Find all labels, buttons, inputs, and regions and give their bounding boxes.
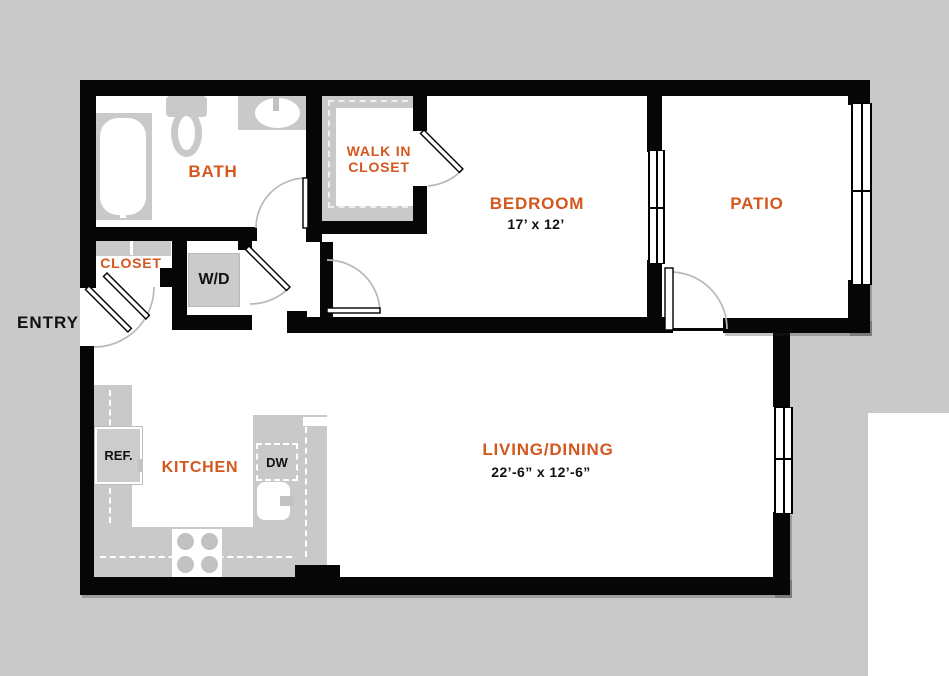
- bathtub-faucet: [120, 203, 126, 218]
- kitchen-sink-handle: [280, 496, 294, 506]
- dishwasher-label: DW: [266, 454, 288, 470]
- bedroom-dimensions: 17’ x 12’: [507, 216, 565, 232]
- refrigerator: REF.: [95, 427, 142, 484]
- kitchen-label: KITCHEN: [161, 459, 239, 476]
- toilet-bowl: [171, 109, 202, 157]
- wall-wd-right-stub: [238, 227, 252, 250]
- window-mullion: [782, 408, 785, 513]
- stove-burner: [201, 556, 218, 573]
- bathtub: [100, 118, 146, 215]
- patio-door-threshold: [664, 328, 723, 331]
- window-tick: [650, 207, 663, 209]
- stove-burner: [201, 533, 218, 550]
- stove: [172, 529, 222, 577]
- refrigerator-handle: [138, 459, 143, 472]
- wall-walkin-closet-right-upper: [413, 96, 427, 131]
- walkin-closet-label-line1: WALK IN: [346, 143, 412, 159]
- wall-living-right-lower: [773, 512, 790, 595]
- wall-patio-right-upper: [848, 80, 870, 105]
- stove-burner: [177, 556, 194, 573]
- window-mullion: [860, 104, 863, 284]
- refrigerator-label: REF.: [104, 448, 133, 463]
- counter-dash-peninsula: [305, 427, 307, 557]
- wall-exterior-top: [80, 80, 870, 96]
- toilet-tank: [166, 96, 207, 117]
- wall-bedroom-patio-lower: [647, 260, 662, 322]
- wall-exterior-left-lower: [80, 346, 94, 595]
- entry-closet-shelf-divider: [130, 239, 133, 255]
- wall-bedroom-patio-upper: [647, 96, 662, 152]
- walkin-closet-label-line2: CLOSET: [348, 159, 410, 175]
- kitchen-peninsula-notch: [303, 417, 327, 426]
- wall-living-right-upper: [773, 333, 790, 407]
- washer-dryer: W/D: [188, 253, 240, 307]
- wall-bedroom-bottom-stub: [287, 311, 307, 333]
- wall-exterior-left-upper: [80, 80, 96, 288]
- living-dining-dimensions: 22’-6” x 12’-6”: [491, 464, 591, 480]
- wall-wd-left: [172, 227, 187, 330]
- wall-entry-closet-stub: [160, 268, 174, 287]
- wall-bedroom-bottom: [287, 317, 673, 333]
- living-dining-label: LIVING/DINING: [482, 440, 614, 459]
- bath-sink-faucet: [273, 97, 279, 111]
- wall-hall-bedroom: [320, 242, 333, 317]
- dishwasher: DW: [256, 443, 298, 481]
- wall-bath-bottom: [80, 227, 257, 241]
- wall-patio-bottom: [723, 318, 870, 333]
- wall-wd-bottom: [172, 315, 252, 330]
- stove-burner: [177, 533, 194, 550]
- walk-in-closet-shelf-dashes: [328, 100, 408, 208]
- window-tick: [776, 458, 791, 461]
- wall-bath-closet: [306, 96, 322, 242]
- background-notch: [868, 413, 949, 676]
- closet-label: CLOSET: [100, 255, 162, 271]
- washer-dryer-label: W/D: [198, 271, 230, 288]
- wall-walkin-closet-right-lower: [413, 186, 427, 234]
- patio-label: PATIO: [730, 194, 784, 213]
- walk-in-closet-floor: [336, 108, 413, 206]
- window-living-right: [774, 407, 793, 514]
- bath-label: BATH: [188, 162, 238, 181]
- entry-label: ENTRY: [17, 313, 79, 332]
- window-bedroom-patio: [648, 150, 665, 264]
- window-tick: [853, 190, 870, 193]
- bedroom-label: BEDROOM: [489, 194, 585, 213]
- wall-kitchen-stub: [295, 565, 340, 578]
- window-patio-right: [851, 103, 872, 285]
- wall-walkin-closet-bottom: [306, 221, 427, 234]
- wall-exterior-bottom: [80, 577, 790, 595]
